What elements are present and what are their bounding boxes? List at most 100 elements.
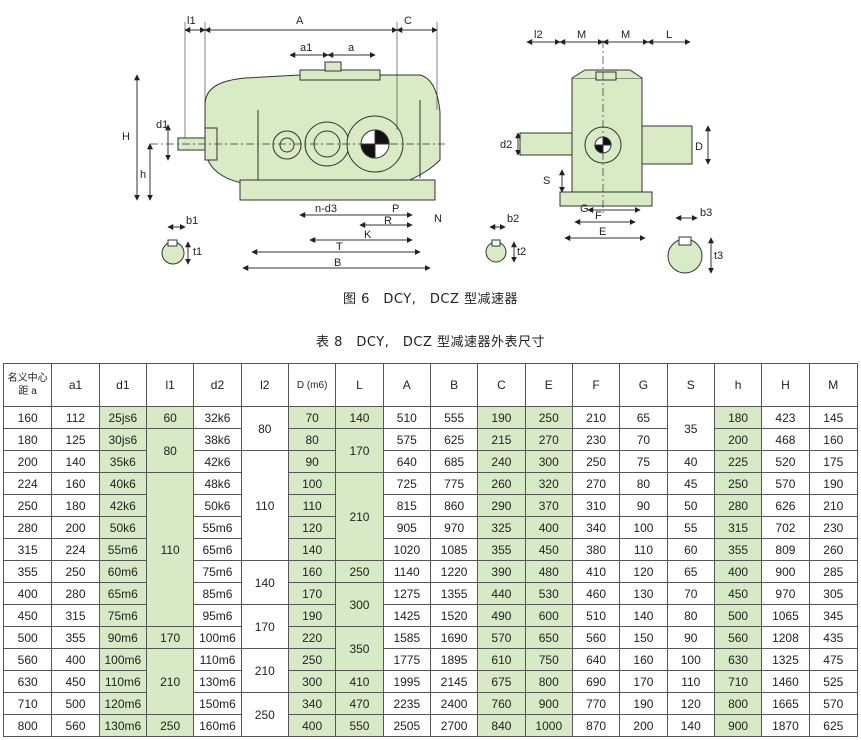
cell-a1: 355 [51, 626, 100, 649]
cell-b: 1690 [429, 626, 479, 649]
cell-h: 970 [761, 582, 810, 605]
cell-s: 80 [666, 604, 715, 627]
cell-b: 685 [429, 450, 479, 473]
cell-e: 320 [524, 472, 573, 495]
cell-a: 905 [382, 516, 431, 539]
cell-d2: 160m6 [193, 714, 242, 737]
cell-a1: 280 [51, 582, 100, 605]
cell-f: 380 [571, 538, 621, 561]
cell-b: 1520 [429, 604, 479, 627]
cell-a: 1275 [382, 582, 431, 605]
cell-e: 650 [524, 626, 573, 649]
cell-d2: 95m6 [193, 604, 242, 627]
header-G: G [619, 363, 668, 407]
cell-s: 35 [666, 406, 715, 451]
label-G: G [580, 203, 589, 215]
label-h: h [140, 169, 146, 181]
cell-d1: 60m6 [98, 560, 147, 583]
cell-a: 630 [2, 670, 53, 693]
cell-g: 200 [619, 714, 668, 737]
header-L: L [335, 363, 384, 407]
cell-e: 600 [524, 604, 573, 627]
cell-g: 140 [619, 604, 668, 627]
cell-d: 80 [287, 428, 337, 451]
cell-d1: 42k6 [98, 494, 147, 517]
cell-e: 400 [524, 516, 573, 539]
cell-d2: 48k6 [193, 472, 242, 495]
label-t3: t3 [714, 250, 723, 262]
cell-h: 900 [761, 560, 810, 583]
cell-d2: 85m6 [193, 582, 242, 605]
cell-a1: 125 [51, 428, 100, 451]
header-A: A [382, 363, 431, 407]
cell-c: 610 [477, 648, 526, 671]
cell-h: 450 [713, 582, 763, 605]
header-H: H [761, 363, 810, 407]
cell-c: 215 [477, 428, 526, 451]
cell-h: 626 [761, 494, 810, 517]
cell-a: 2505 [382, 714, 431, 737]
cell-d1: 40k6 [98, 472, 147, 495]
cell-m: 625 [808, 714, 859, 737]
label-R: R [384, 215, 392, 227]
cell-h: 560 [713, 626, 763, 649]
cell-c: 325 [477, 516, 526, 539]
cell-e: 370 [524, 494, 573, 517]
header-E: E [524, 363, 573, 407]
cell-a: 400 [2, 582, 53, 605]
cell-m: 305 [808, 582, 859, 605]
cell-f: 210 [571, 406, 621, 429]
label-H: H [122, 131, 130, 143]
cell-m: 145 [808, 406, 859, 429]
cell-g: 100 [619, 516, 668, 539]
cell-a: 180 [2, 428, 53, 451]
cell-f: 870 [571, 714, 621, 737]
label-M2: M [621, 29, 630, 41]
cell-c: 490 [477, 604, 526, 627]
header-l2: l2 [240, 363, 289, 407]
cell-h: 1325 [761, 648, 810, 671]
cell-b: 1085 [429, 538, 479, 561]
cell-h: 809 [761, 538, 810, 561]
cell-c: 260 [477, 472, 526, 495]
cell-d: 90 [287, 450, 337, 473]
cell-a: 450 [2, 604, 53, 627]
label-D: D [695, 141, 703, 153]
label-a: a [348, 42, 355, 54]
cell-h: 250 [713, 472, 763, 495]
cell-m: 230 [808, 516, 859, 539]
cell-d1: 50k6 [98, 516, 147, 539]
cell-a: 1585 [382, 626, 431, 649]
cell-d2: 75m6 [193, 560, 242, 583]
cell-s: 65 [666, 560, 715, 583]
cell-c: 240 [477, 450, 526, 473]
cell-b: 625 [429, 428, 479, 451]
cell-d2: 150m6 [193, 692, 242, 715]
cell-a: 224 [2, 472, 53, 495]
label-b3: b3 [700, 207, 712, 219]
cell-l: 210 [335, 472, 384, 561]
shaft-d2 [519, 132, 573, 156]
cell-d: 340 [287, 692, 337, 715]
cell-h: 520 [761, 450, 810, 473]
label-P: P [392, 203, 399, 215]
cell-d1: 35k6 [98, 450, 147, 473]
cell-d1: 25js6 [98, 406, 147, 429]
header-a1: a1 [51, 363, 100, 407]
cell-a1: 250 [51, 560, 100, 583]
cell-h: 570 [761, 472, 810, 495]
cell-l2: 210 [240, 648, 289, 693]
cell-a1: 112 [51, 406, 100, 429]
label-L: L [666, 29, 672, 41]
cell-f: 770 [571, 692, 621, 715]
figure-caption: 图 6 DCY, DCZ 型减速器 [343, 292, 518, 307]
cell-d: 220 [287, 626, 337, 649]
front-view-base [239, 179, 436, 201]
header-d1: d1 [98, 363, 147, 407]
cell-s: 90 [666, 626, 715, 649]
